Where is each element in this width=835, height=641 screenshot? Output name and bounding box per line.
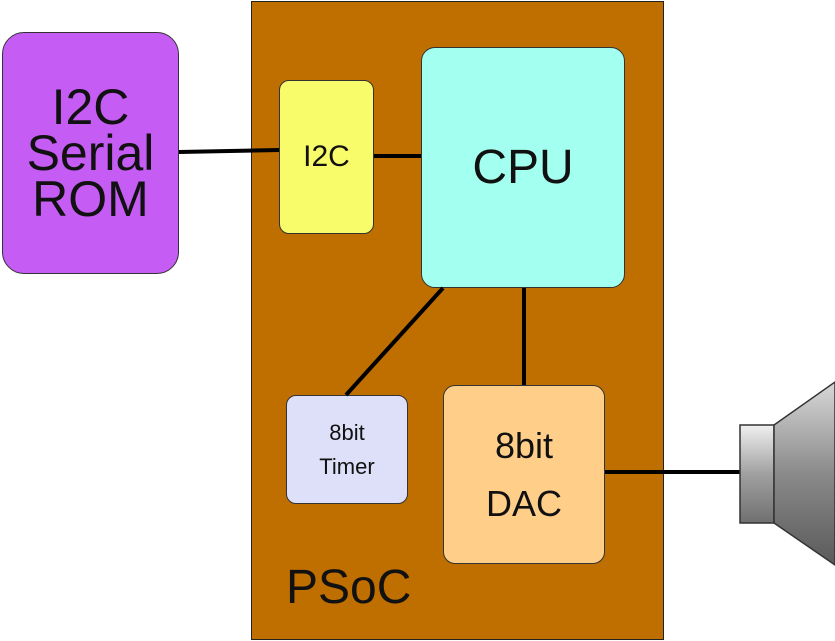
psoc-label: PSoC: [286, 561, 412, 614]
rom-label-line-1: I2C: [51, 79, 130, 135]
timer-label-line-1: 8bit: [329, 419, 365, 445]
cpu-label: CPU: [472, 141, 574, 194]
cpu-block: CPU: [421, 47, 625, 288]
i2c-label: I2C: [303, 140, 350, 173]
dac-label-line-2: DAC: [485, 482, 562, 524]
rom-to-i2c-wire: [178, 148, 280, 154]
rom-label-line-3: ROM: [32, 171, 149, 227]
timer-label-line-2: Timer: [319, 453, 375, 479]
timer-block: 8bit Timer: [286, 395, 408, 504]
cpu-to-timer-wire: [344, 286, 445, 397]
speaker-icon: [739, 381, 835, 566]
dac-label-line-1: 8bit: [494, 424, 554, 466]
dac-block: 8bit DAC: [443, 385, 605, 564]
i2c-block: I2C: [279, 80, 374, 234]
rom-label-line-2: Serial: [26, 125, 155, 181]
i2c-serial-rom-block: I2C Serial ROM: [2, 32, 179, 274]
